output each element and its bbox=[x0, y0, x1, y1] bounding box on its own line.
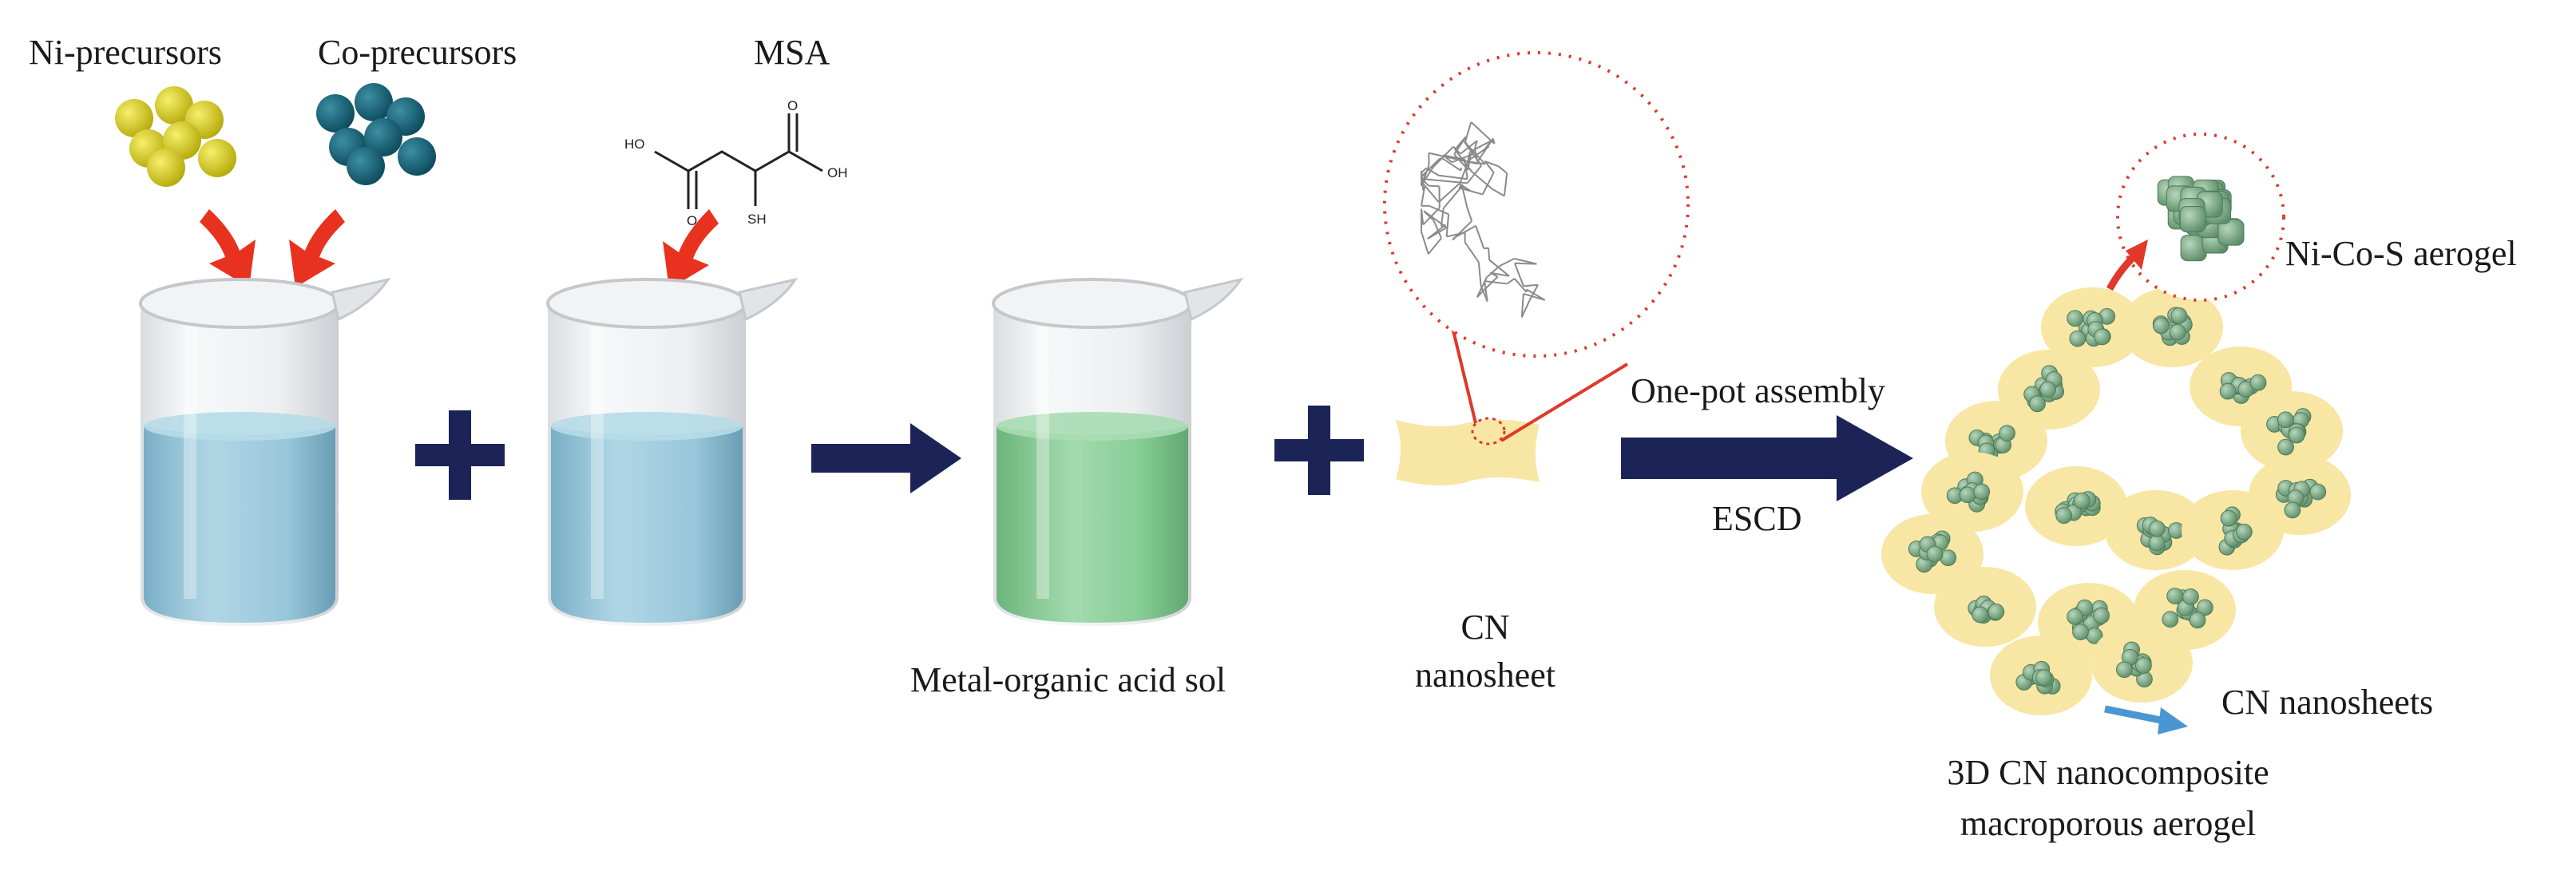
cn-nanosheets-arrow bbox=[2105, 707, 2188, 735]
aerogel-network bbox=[1881, 287, 2351, 715]
atom-oh: OH bbox=[827, 165, 848, 180]
msa-atom-labels: HO OH O O SH bbox=[624, 98, 848, 228]
arrow-to-sol bbox=[811, 423, 961, 493]
msa-molecule bbox=[655, 113, 822, 209]
label-cn-nanosheet: nanosheet bbox=[1389, 655, 1581, 695]
ni-precursor-spheres bbox=[115, 86, 236, 187]
atom-sh: SH bbox=[747, 212, 767, 227]
beaker-2 bbox=[548, 279, 795, 626]
label-aerogel-line1: 3D CN nanocomposite bbox=[1900, 752, 2316, 793]
plus-sign-1 bbox=[415, 410, 505, 500]
label-ni-precursors: Ni-precursors bbox=[29, 32, 222, 73]
label-one-pot-assembly: One-pot assembly bbox=[1631, 370, 1885, 411]
red-down-arrows bbox=[200, 209, 719, 289]
beaker-3-sol bbox=[993, 279, 1241, 626]
arrow-one-pot bbox=[1621, 415, 1913, 501]
label-msa: MSA bbox=[754, 32, 830, 73]
label-aerogel-line2: macroporous aerogel bbox=[1900, 803, 2316, 844]
ni-co-s-zoom bbox=[2110, 134, 2284, 300]
cn-nanosheet bbox=[1385, 53, 1688, 485]
atom-ho: HO bbox=[624, 137, 645, 152]
label-metal-organic-acid-sol: Metal-organic acid sol bbox=[910, 659, 1226, 700]
label-ni-co-s-aerogel: Ni-Co-S aerogel bbox=[2285, 233, 2517, 274]
label-cn-line1: CN bbox=[1389, 607, 1581, 647]
label-cn-nanosheets: CN nanosheets bbox=[2221, 682, 2433, 723]
atom-o-right: O bbox=[787, 98, 798, 113]
beaker-1 bbox=[141, 279, 388, 626]
co-precursor-spheres bbox=[316, 83, 436, 185]
plus-sign-2 bbox=[1274, 406, 1364, 495]
label-escd: ESCD bbox=[1712, 498, 1801, 539]
label-co-precursors: Co-precursors bbox=[318, 32, 517, 73]
